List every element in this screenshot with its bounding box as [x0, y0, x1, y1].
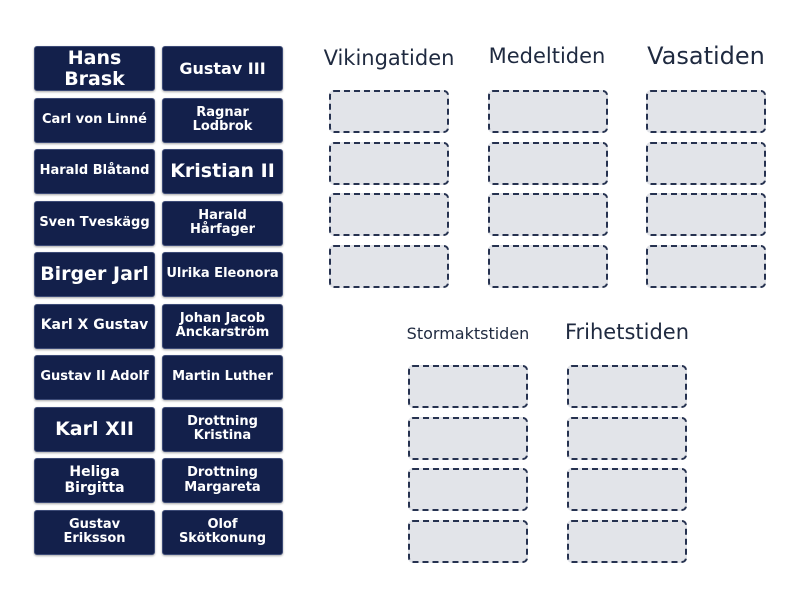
name-tile[interactable]: Gustav Eriksson: [34, 509, 155, 555]
drop-slot[interactable]: [646, 244, 766, 288]
drop-slot[interactable]: [488, 141, 608, 185]
drop-slot[interactable]: [408, 365, 528, 408]
drop-slot[interactable]: [567, 468, 687, 511]
name-tile[interactable]: Harald Blåtand: [34, 149, 155, 194]
drop-slot[interactable]: [646, 193, 766, 236]
category-title: Vikingatiden: [323, 46, 455, 70]
name-tile[interactable]: Ragnar Lodbrok: [162, 97, 283, 143]
drop-slot[interactable]: [329, 244, 449, 288]
name-tile[interactable]: Hans Brask: [34, 46, 155, 91]
drop-slot[interactable]: [329, 193, 449, 236]
name-tile[interactable]: Ulrika Eleonora: [162, 252, 283, 297]
category-title: Vasatiden: [647, 42, 765, 70]
drop-slot[interactable]: [646, 141, 766, 185]
name-tile[interactable]: Karl X Gustav: [34, 303, 155, 349]
drop-slot[interactable]: [408, 519, 528, 563]
name-tile[interactable]: Birger Jarl: [34, 252, 155, 297]
name-tile[interactable]: Sven Tveskägg: [34, 200, 155, 246]
drop-slot[interactable]: [646, 90, 766, 133]
drop-slot[interactable]: [567, 365, 687, 408]
name-tile[interactable]: Gustav II Adolf: [34, 355, 155, 400]
drop-slot[interactable]: [488, 90, 608, 133]
drop-slot[interactable]: [488, 193, 608, 236]
name-tile[interactable]: Kristian II: [162, 149, 283, 194]
category-title: Frihetstiden: [564, 320, 690, 344]
category-title: Stormaktstiden: [406, 324, 530, 343]
drop-slot[interactable]: [329, 90, 449, 133]
drop-slot[interactable]: [408, 468, 528, 511]
category-title: Medeltiden: [488, 44, 606, 68]
drop-slot[interactable]: [488, 244, 608, 288]
drop-slot[interactable]: [567, 519, 687, 563]
name-tile[interactable]: Heliga Birgitta: [34, 458, 155, 503]
drop-slot[interactable]: [408, 416, 528, 460]
drop-slot[interactable]: [329, 141, 449, 185]
drop-slot[interactable]: [567, 416, 687, 460]
name-tile[interactable]: Martin Luther: [162, 355, 283, 400]
name-tile[interactable]: Karl XII: [34, 406, 155, 452]
name-tile[interactable]: Carl von Linné: [34, 97, 155, 143]
name-tile[interactable]: Gustav III: [162, 46, 283, 91]
